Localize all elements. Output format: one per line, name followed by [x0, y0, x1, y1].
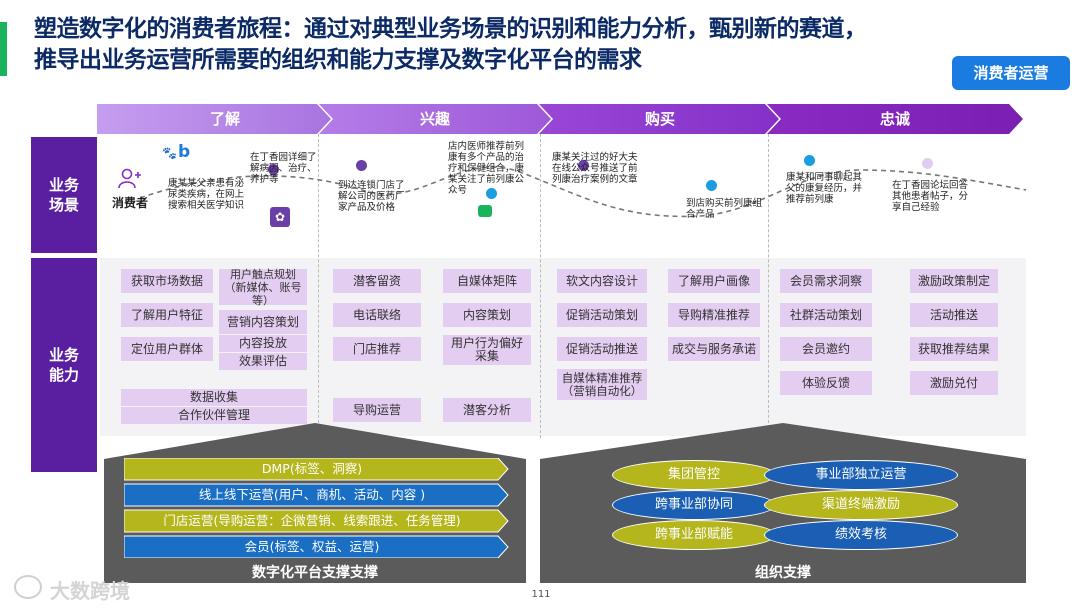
platform-bar-online-offline: [124, 483, 509, 507]
stage-label-loyalty: 忠诚: [879, 110, 910, 128]
org-performance: 绩效考核: [764, 520, 958, 550]
platform-footer: 数字化平台支撑支撑: [252, 565, 378, 581]
cap-experience-feedback: 体验反馈: [780, 371, 872, 395]
stage-label-purchase: 购买: [644, 110, 675, 128]
stage-label-understand: 了解: [209, 110, 240, 128]
cap-community-plan: 社群活动策划: [780, 303, 872, 327]
cap-partner-mgmt: 合作伙伴管理: [121, 407, 307, 424]
consumer-icon: [118, 168, 141, 189]
cap-referral-result: 获取推荐结果: [910, 337, 998, 361]
stage-chevrons: [97, 104, 1023, 134]
watermark-logo-icon: [14, 575, 42, 599]
scenario-text-8: 在丁香园论坛回答其他患者帖子，分享自己经验: [892, 180, 969, 213]
journey-point-3: [486, 188, 497, 199]
org-cross-bu-collab: 跨事业部协同: [612, 490, 776, 520]
cap-effect-eval: 效果评估: [219, 353, 307, 370]
scenario-text-6: 到店购买前列康组合产品: [686, 198, 763, 220]
journey-point-6: [804, 155, 815, 166]
cap-target-group: 定位用户群体: [121, 337, 213, 361]
scenario-text-5: 康某关注过的好大夫在线公众号推送了前列康治疗案例的文章: [552, 152, 638, 185]
bing-icon: b: [178, 142, 191, 162]
divider-3: [768, 134, 769, 438]
cap-content-delivery: 内容投放: [219, 335, 307, 352]
watermark-text: 大数跨境: [50, 579, 130, 603]
stage-chevron-1: [97, 104, 331, 134]
cap-market-data: 获取市场数据: [121, 269, 213, 293]
platform-bar-2-text: 线上线下运营(用户、商机、活动、内容 ): [198, 487, 426, 502]
cap-store-recommend: 门店推荐: [333, 337, 421, 361]
title-accent-bar: [0, 22, 7, 76]
journey-curve: [139, 166, 1026, 218]
scenario-text-1: 康某某父亲患有泌尿类疾病，在网上搜索相关医学知识: [168, 178, 245, 211]
cap-auto-marketing: 自媒体精准推荐（营销自动化）: [557, 369, 647, 400]
platform-bar-3-text: 门店运营(导购运营：企微营销、线索跟进、任务管理): [163, 513, 461, 528]
org-channel-incentive: 渠道终端激励: [764, 490, 958, 520]
paw-icon: 🐾: [162, 146, 177, 160]
stage-chevron-4: [767, 104, 1023, 134]
journey-point-4: [578, 160, 589, 171]
cap-incentive-policy: 激励政策制定: [910, 269, 998, 293]
cap-self-media: 自媒体矩阵: [443, 269, 531, 293]
cap-data-collect: 数据收集: [121, 389, 307, 406]
platform-bar-1-text: DMP(标签、洞察): [261, 461, 363, 476]
journey-point-1: [268, 164, 279, 175]
divider-2: [540, 134, 541, 438]
platform-bars: [124, 458, 509, 558]
cap-softcopy-design: 软文内容设计: [557, 269, 647, 293]
platform-bar-store: [124, 509, 509, 533]
title-line-1: 塑造数字化的消费者旅程：通过对典型业务场景的识别和能力分析，甄别新的赛道，: [34, 16, 867, 42]
journey-point-5: [706, 180, 717, 191]
cap-activity-push: 活动推送: [910, 303, 998, 327]
journey-point-7: [922, 158, 933, 169]
cap-behavior-collect: 用户行为偏好采集: [443, 335, 531, 365]
platform-bar-dmp: [124, 458, 509, 481]
journey-point-2: [356, 160, 367, 171]
scenario-text-7: 康某和同事聊起其父的康复经历，并推荐前列康: [786, 172, 863, 205]
wechat-icon: [478, 205, 492, 217]
org-group-control: 集团管控: [612, 460, 776, 490]
cap-member-invite: 会员邀约: [780, 337, 872, 361]
stage-chevron-3: [539, 104, 779, 134]
side-label-scenario: 业务 场景: [31, 137, 97, 253]
stage-chevron-2: [319, 104, 551, 134]
cap-content-plan: 营销内容策划: [219, 310, 307, 334]
consumer-label: 消费者: [112, 196, 149, 210]
cap-content-strategy: 内容策划: [443, 303, 531, 327]
cap-user-profile: 了解用户画像: [668, 269, 760, 293]
page-number: 111: [531, 589, 551, 600]
cap-lead-analysis: 潜客分析: [443, 398, 531, 422]
page-title: 塑造数字化的消费者旅程：通过对典型业务场景的识别和能力分析，甄别新的赛道， 推导…: [34, 14, 1034, 76]
cap-user-traits: 了解用户特征: [121, 303, 213, 327]
consumer-operation-tag[interactable]: 消费者运营: [952, 56, 1070, 90]
dxy-leaf-icon: ✿: [270, 207, 290, 227]
title-line-2: 推导出业务运营所需要的组织和能力支撑及数字化平台的需求: [34, 47, 642, 73]
cap-guide-ops: 导购运营: [333, 398, 421, 422]
platform-bar-4-text: 会员(标签、权益、运营): [244, 539, 380, 554]
cap-incentive-payout: 激励兑付: [910, 371, 998, 395]
cap-promo-plan: 促销活动策划: [557, 303, 647, 327]
stage-label-interest: 兴趣: [419, 110, 450, 128]
cap-guide-precise: 导购精准推荐: [668, 303, 760, 327]
org-bu-independent: 事业部独立运营: [764, 460, 958, 490]
scenario-text-4: 店内医师推荐前列康有多个产品的治疗和保健组合，康某关注了前列康公众号: [448, 141, 525, 196]
cap-promo-push: 促销活动推送: [557, 337, 647, 361]
platform-bar-member: [124, 535, 509, 558]
cap-lead-capture: 潜客留资: [333, 269, 421, 293]
cap-touchpoint-plan: 用户触点规划（新媒体、账号等）: [219, 268, 307, 307]
divider-1: [318, 134, 319, 438]
scenario-text-3: 到达连锁门店了解公司的医药厂家产品及价格: [338, 180, 405, 213]
scenario-text-2: 在丁香园详细了解病因、治疗、养护等: [250, 152, 317, 185]
cap-phone-contact: 电话联络: [333, 303, 421, 327]
org-cross-bu-enable: 跨事业部赋能: [612, 520, 776, 550]
side-label-capability: 业务 能力: [31, 258, 97, 472]
org-footer: 组织支撑: [755, 565, 811, 581]
cap-member-insight: 会员需求洞察: [780, 269, 872, 293]
cap-deal-service: 成交与服务承诺: [668, 337, 760, 361]
